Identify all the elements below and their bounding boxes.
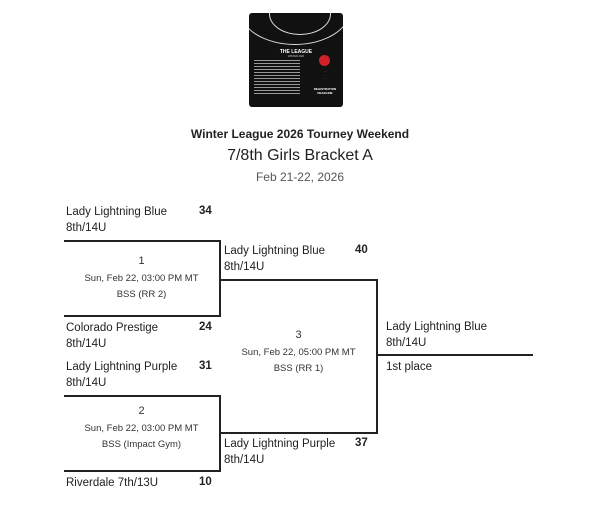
event-name: Winter League 2026 Tourney Weekend — [190, 127, 410, 141]
team-division: 8th/14U — [224, 261, 265, 273]
team-name: Lady Lightning Blue — [66, 206, 168, 218]
bracket-title: 7/8th Girls Bracket A — [227, 147, 373, 164]
team-score: 40 — [355, 244, 368, 256]
team-name: Lady Lightning Purple — [66, 361, 178, 373]
logo-text-lines — [254, 60, 300, 96]
team-division: 8th/14U — [224, 454, 265, 466]
team-slot[interactable]: Lady Lightning Blue 8th/14U — [66, 204, 167, 236]
game-datetime: Sun, Feb 22, 05:00 PM MT — [241, 347, 356, 358]
team-slot[interactable]: Colorado Prestige 8th/14U — [66, 320, 158, 352]
game-location: BSS (Impact Gym) — [101, 439, 182, 450]
team-name: Lady Lightning Purple — [224, 438, 336, 450]
team-name: Riverdale 7th/13U — [66, 477, 159, 489]
team-slot[interactable]: Lady Lightning Purple 8th/14U — [224, 436, 335, 468]
champion-slot[interactable]: Lady Lightning Blue 8th/14U — [386, 319, 487, 351]
team-score: 10 — [199, 476, 212, 488]
team-division: 8th/14U — [66, 338, 107, 350]
bracket-line — [64, 395, 221, 397]
logo-subtitle: WINTER 2026 — [287, 55, 305, 58]
game-number: 2 — [138, 405, 145, 417]
league-logo: THE LEAGUE WINTER 2026 · · ·· · ·· · · R… — [249, 13, 343, 107]
team-score: 34 — [199, 205, 212, 217]
game-info[interactable]: 2 Sun, Feb 22, 03:00 PM MT BSS (Impact G… — [64, 403, 219, 453]
bracket-line — [219, 279, 378, 281]
team-name: Colorado Prestige — [66, 322, 159, 334]
placement-label: 1st place — [386, 361, 433, 373]
bracket-line — [376, 279, 378, 434]
basketball-icon — [319, 55, 330, 66]
game-info[interactable]: 1 Sun, Feb 22, 03:00 PM MT BSS (RR 2) — [64, 253, 219, 303]
game-number: 1 — [138, 255, 145, 267]
game-datetime: Sun, Feb 22, 03:00 PM MT — [84, 273, 199, 284]
logo-registration: REGISTRATION DEADLINE — [313, 87, 337, 95]
bracket-line — [64, 315, 221, 317]
team-division: 8th/14U — [66, 377, 107, 389]
basketball-arc-graphic — [249, 13, 343, 45]
game-info[interactable]: 3 Sun, Feb 22, 05:00 PM MT BSS (RR 1) — [221, 327, 376, 377]
game-location: BSS (RR 2) — [116, 289, 167, 300]
team-name: Lady Lightning Blue — [386, 321, 488, 333]
team-slot[interactable]: Lady Lightning Purple 8th/14U — [66, 359, 177, 391]
team-division: 8th/14U — [386, 337, 427, 349]
bracket-line — [219, 432, 378, 434]
team-slot[interactable]: Riverdale 7th/13U — [66, 475, 158, 491]
game-number: 3 — [295, 329, 302, 341]
game-location: BSS (RR 1) — [273, 363, 324, 374]
bracket-line — [376, 354, 533, 356]
team-slot[interactable]: Lady Lightning Blue 8th/14U — [224, 243, 325, 275]
team-score: 24 — [199, 321, 212, 333]
team-division: 8th/14U — [66, 222, 107, 234]
bracket-line — [219, 240, 221, 317]
game-datetime: Sun, Feb 22, 03:00 PM MT — [84, 423, 199, 434]
logo-contact: · · ·· · ·· · · — [323, 70, 327, 80]
team-score: 31 — [199, 360, 212, 372]
team-score: 37 — [355, 437, 368, 449]
team-name: Lady Lightning Blue — [224, 245, 326, 257]
event-dates: Feb 21-22, 2026 — [255, 170, 345, 184]
bracket-line — [64, 470, 221, 472]
bracket-line — [64, 240, 221, 242]
logo-title: THE LEAGUE — [279, 49, 313, 55]
